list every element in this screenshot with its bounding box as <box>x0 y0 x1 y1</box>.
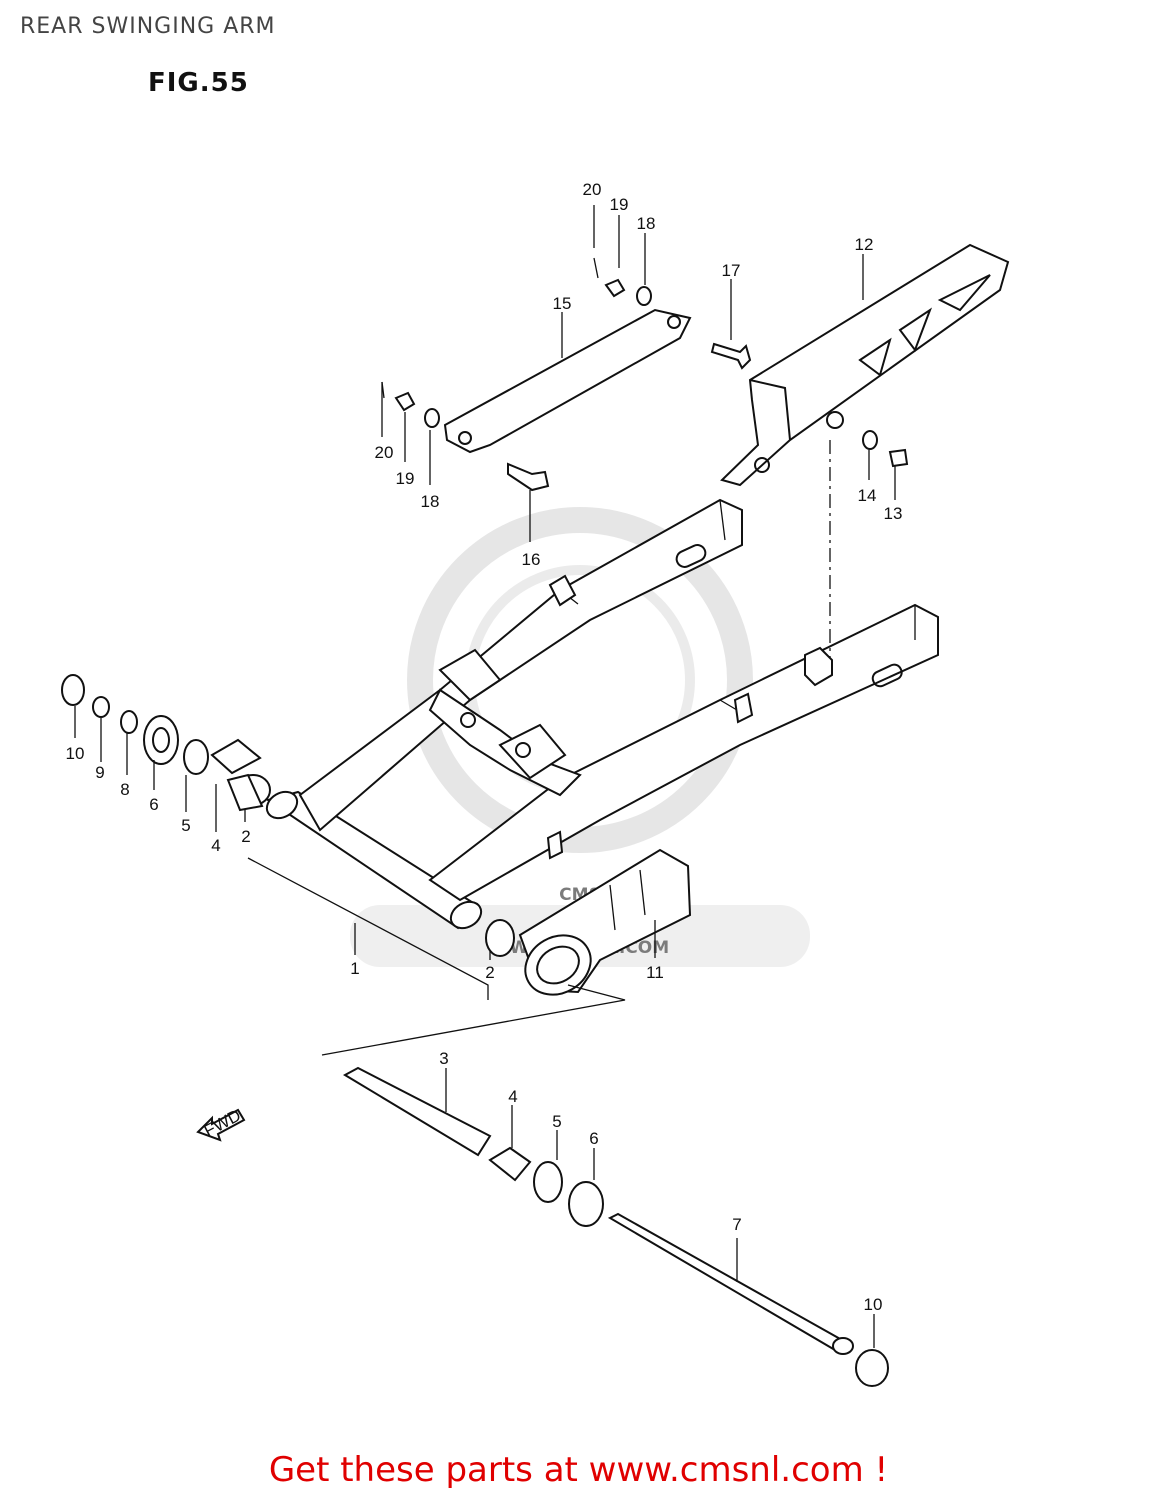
callout-5-left: 5 <box>181 816 190 835</box>
callout-13: 13 <box>884 504 903 523</box>
callout-2-right: 2 <box>485 963 494 982</box>
chain-guide <box>518 848 692 996</box>
callout-4-left: 4 <box>211 836 220 855</box>
small-parts <box>61 257 909 1387</box>
callout-5-lower: 5 <box>552 1112 561 1131</box>
callout-12: 12 <box>855 235 874 254</box>
figure-label: FIG.55 <box>148 68 249 98</box>
callout-4-lower: 4 <box>508 1087 517 1106</box>
callout-3: 3 <box>439 1049 448 1068</box>
callout-2-left: 2 <box>241 827 250 846</box>
leader-lines <box>74 205 896 1348</box>
callout-labels: 20 19 18 12 17 15 20 19 18 14 13 16 10 9… <box>66 180 903 1314</box>
callout-6-lower: 6 <box>589 1129 598 1148</box>
chain-case <box>720 243 1010 487</box>
callout-19-mid: 19 <box>396 469 415 488</box>
swing-arm <box>265 498 939 930</box>
callout-18-mid: 18 <box>421 492 440 511</box>
callout-10-lower: 10 <box>864 1295 883 1314</box>
callout-6-left: 6 <box>149 795 158 814</box>
callout-19-top: 19 <box>610 195 629 214</box>
callout-18-top: 18 <box>637 214 656 233</box>
fwd-arrow-icon: FWD <box>196 1106 246 1142</box>
callout-16: 16 <box>522 550 541 569</box>
page-title: REAR SWINGING ARM <box>20 14 276 39</box>
callout-17: 17 <box>722 261 741 280</box>
callout-9: 9 <box>95 763 104 782</box>
callout-1: 1 <box>350 959 359 978</box>
callout-20-top: 20 <box>583 180 602 199</box>
callout-14: 14 <box>858 486 877 505</box>
torque-link <box>443 308 692 454</box>
callout-8: 8 <box>120 780 129 799</box>
callout-7: 7 <box>732 1215 741 1234</box>
assembly-lines <box>247 440 831 1056</box>
fwd-label: FWD <box>201 1106 244 1141</box>
callout-10-left: 10 <box>66 744 85 763</box>
callout-20-mid: 20 <box>375 443 394 462</box>
callout-11: 11 <box>646 963 664 982</box>
callout-15: 15 <box>553 294 572 313</box>
footer-cta-link[interactable]: Get these parts at www.cmsnl.com ! <box>268 1450 889 1490</box>
